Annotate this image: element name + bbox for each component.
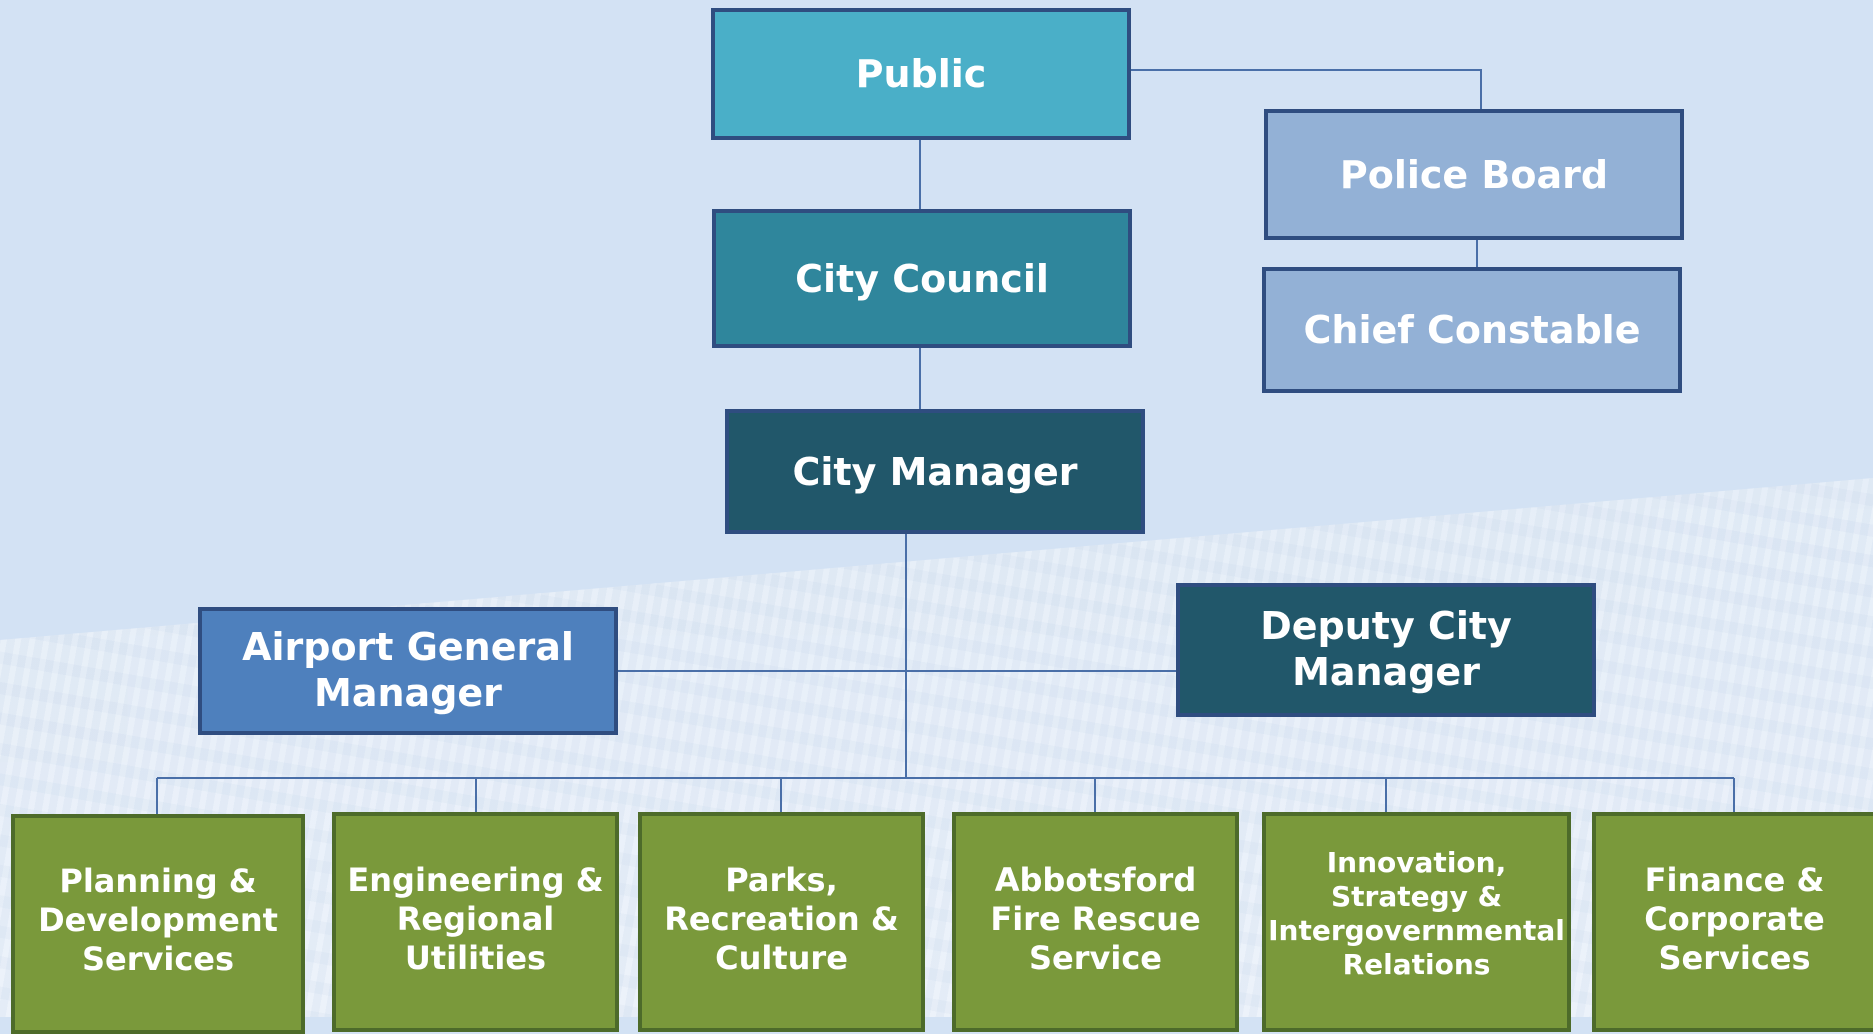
node-police-board-label: Police Board	[1339, 152, 1609, 197]
node-airport-general-manager-label: Airport General Manager	[242, 625, 574, 715]
node-airport-general-manager: Airport General Manager	[198, 607, 618, 735]
connector-public-police	[1130, 69, 1482, 110]
dept-engineering-utilities-label: Engineering & Regional Utilities	[347, 861, 604, 978]
dept-parks-recreation-culture: Parks, Recreation & Culture	[638, 812, 925, 1032]
node-deputy-city-manager: Deputy City Manager	[1176, 583, 1596, 717]
dept-innovation-strategy-label: Innovation, Strategy & Intergovernmental…	[1268, 846, 1565, 982]
dept-fire-rescue: Abbotsford Fire Rescue Service	[952, 812, 1239, 1032]
node-city-manager: City Manager	[725, 409, 1145, 534]
node-deputy-city-manager-label: Deputy City Manager	[1260, 604, 1512, 694]
dept-parks-recreation-culture-label: Parks, Recreation & Culture	[664, 861, 899, 978]
dept-planning-development: Planning & Development Services	[11, 814, 305, 1034]
dept-finance-corporate: Finance & Corporate Services	[1592, 812, 1873, 1032]
node-public: Public	[711, 8, 1131, 140]
dept-planning-development-label: Planning & Development Services	[38, 862, 278, 979]
node-public-label: Public	[855, 52, 987, 96]
node-chief-constable: Chief Constable	[1262, 267, 1682, 393]
node-police-board: Police Board	[1264, 109, 1684, 240]
node-city-council-label: City Council	[795, 256, 1049, 301]
dept-finance-corporate-label: Finance & Corporate Services	[1644, 861, 1825, 978]
node-city-manager-label: City Manager	[792, 449, 1078, 494]
node-city-council: City Council	[712, 209, 1132, 348]
dept-engineering-utilities: Engineering & Regional Utilities	[332, 812, 619, 1032]
node-chief-constable-label: Chief Constable	[1303, 308, 1641, 352]
dept-fire-rescue-label: Abbotsford Fire Rescue Service	[990, 861, 1201, 978]
dept-innovation-strategy: Innovation, Strategy & Intergovernmental…	[1262, 812, 1571, 1032]
